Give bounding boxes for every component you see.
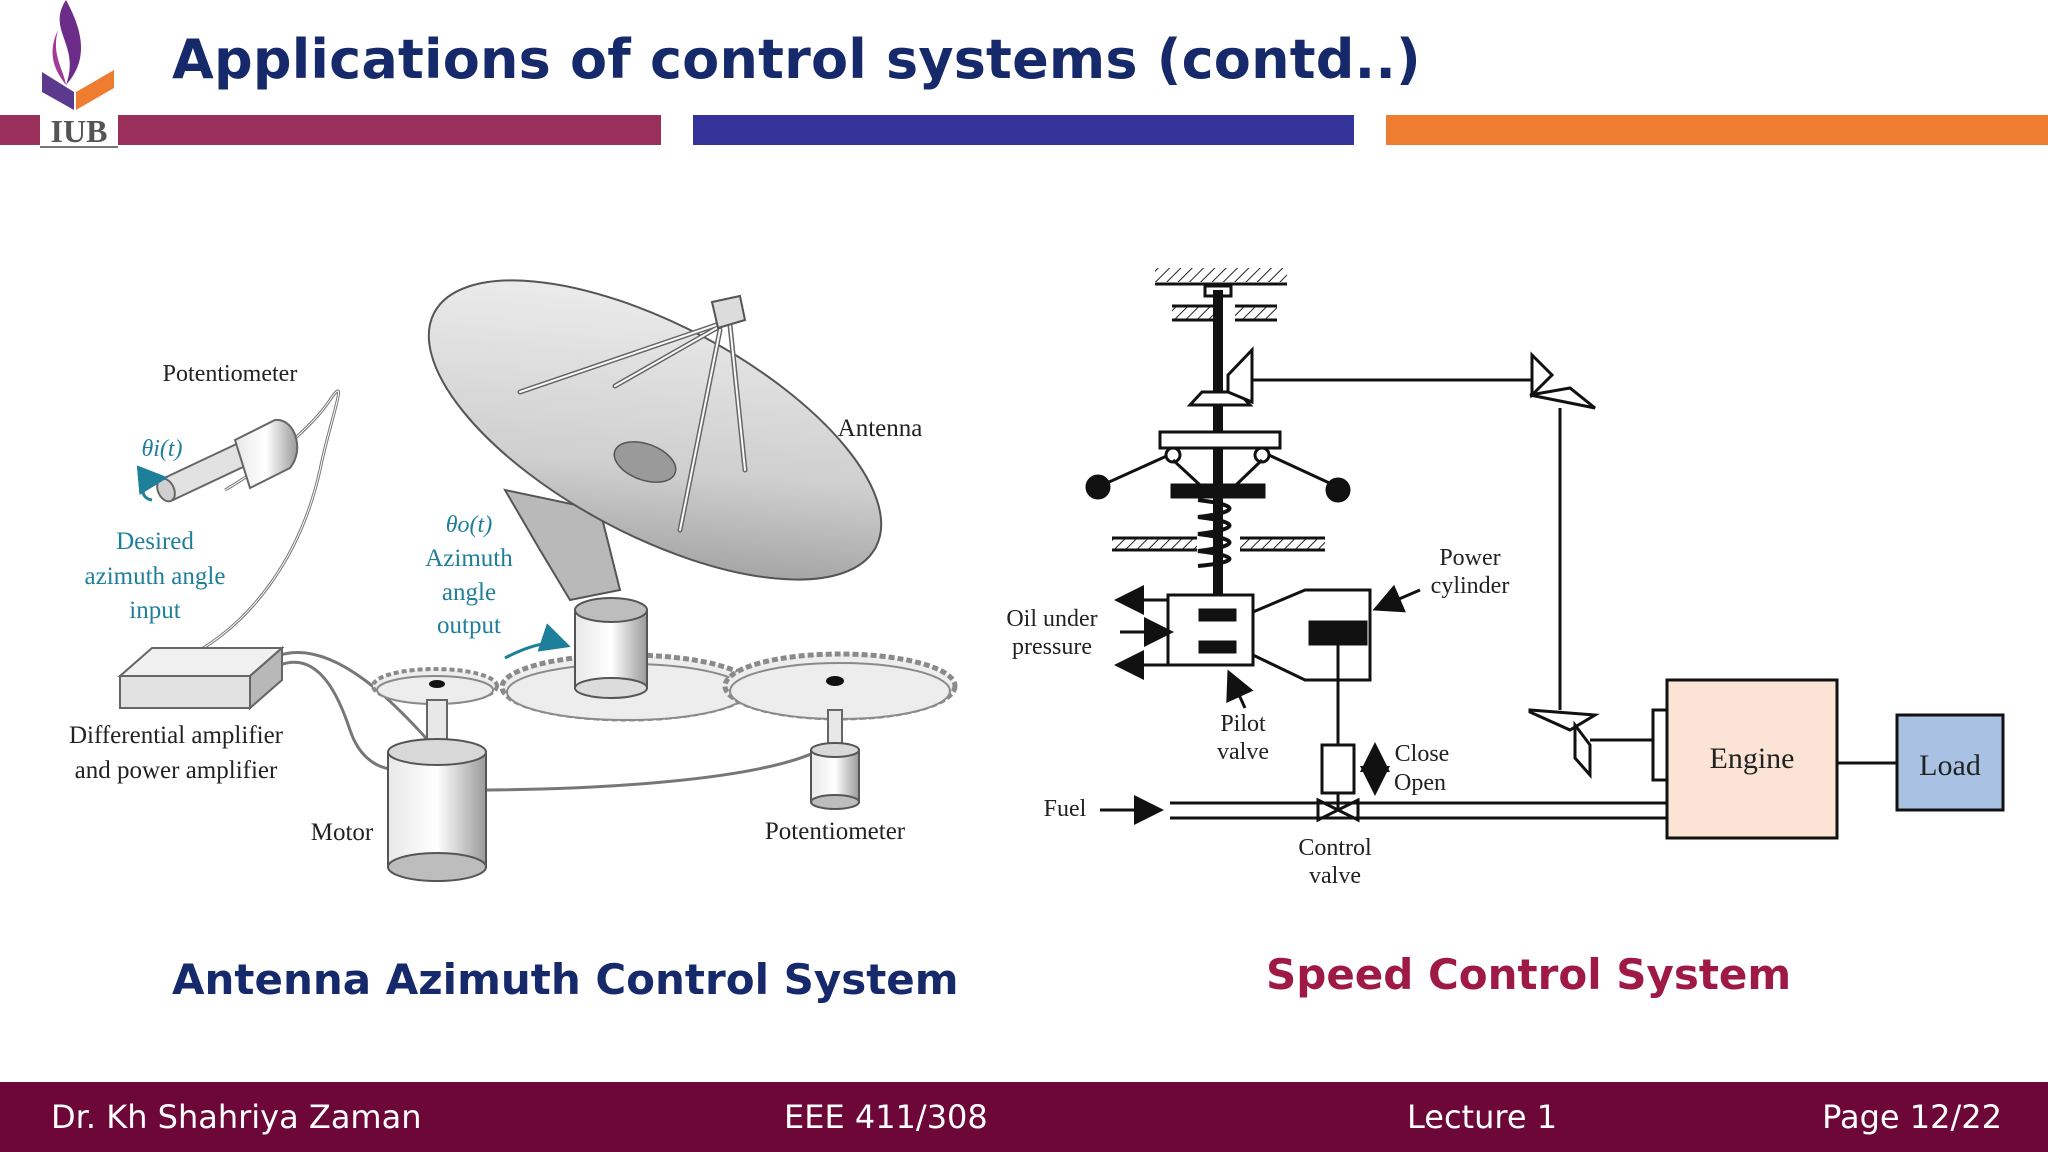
label-desired-3: input bbox=[129, 597, 180, 624]
gear-train bbox=[371, 651, 958, 722]
header-bar-orange bbox=[1386, 115, 2048, 145]
label-fuel: Fuel bbox=[1044, 796, 1087, 822]
antenna-dish bbox=[427, 279, 883, 602]
input-potentiometer bbox=[156, 418, 299, 503]
footer-course: EEE 411/308 bbox=[784, 1098, 988, 1136]
label-engine: Engine bbox=[1710, 742, 1795, 775]
label-oil-2: pressure bbox=[1012, 634, 1092, 660]
label-motor: Motor bbox=[311, 819, 374, 846]
label-control-valve-2: valve bbox=[1309, 863, 1361, 889]
antenna-base-cylinder bbox=[574, 597, 648, 699]
label-theta-o: θo(t) bbox=[446, 512, 492, 538]
label-potentiometer-bottom: Potentiometer bbox=[765, 818, 906, 845]
label-desired-1: Desired bbox=[116, 528, 194, 555]
label-power-cyl-2: cylinder bbox=[1431, 573, 1510, 599]
label-potentiometer-top: Potentiometer bbox=[163, 361, 298, 387]
label-pilot-2: valve bbox=[1217, 739, 1269, 765]
header-bar-blue bbox=[693, 115, 1354, 145]
label-open: Open bbox=[1394, 770, 1446, 796]
logo-label-box: IUB bbox=[40, 113, 118, 148]
slide-title: Applications of control systems (contd..… bbox=[172, 28, 1421, 91]
label-diff-amp-1: Differential amplifier bbox=[69, 722, 284, 749]
motor bbox=[387, 699, 487, 882]
logo-book-icon bbox=[42, 72, 74, 110]
caption-speed-control: Speed Control System bbox=[1266, 950, 1792, 999]
slide-footer: Dr. Kh Shahriya Zaman EEE 411/308 Lectur… bbox=[0, 1082, 2048, 1152]
label-azimuth-2: angle bbox=[442, 579, 496, 606]
label-load: Load bbox=[1919, 749, 1981, 782]
logo-label: IUB bbox=[51, 113, 108, 148]
footer-page-number: Page 12/22 bbox=[1822, 1098, 2002, 1136]
antenna-azimuth-diagram: Potentiometer θi(t) Desired azimuth angl… bbox=[69, 279, 958, 882]
label-antenna: Antenna bbox=[838, 415, 923, 442]
load-block bbox=[1895, 713, 2005, 812]
footer-author: Dr. Kh Shahriya Zaman bbox=[51, 1098, 422, 1136]
engine-block bbox=[1665, 678, 1839, 840]
label-oil-1: Oil under bbox=[1006, 606, 1097, 632]
footer-lecture: Lecture 1 bbox=[1407, 1098, 1558, 1136]
label-close: Close bbox=[1395, 741, 1450, 767]
caption-antenna: Antenna Azimuth Control System bbox=[172, 955, 959, 1004]
label-azimuth-3: output bbox=[437, 612, 501, 639]
label-theta-i: θi(t) bbox=[141, 436, 182, 462]
label-desired-2: azimuth angle bbox=[85, 563, 226, 590]
label-pilot-1: Pilot bbox=[1220, 711, 1266, 737]
label-diff-amp-2: and power amplifier bbox=[75, 757, 278, 784]
label-control-valve-1: Control bbox=[1298, 835, 1372, 861]
label-power-cyl-1: Power bbox=[1439, 545, 1500, 571]
label-azimuth-1: Azimuth bbox=[425, 545, 513, 572]
speed-control-diagram: Engine Load Power cylinder Oil under pre… bbox=[1006, 268, 2005, 889]
logo-flame-icon bbox=[59, 0, 82, 85]
differential-amplifier-box bbox=[117, 645, 285, 711]
output-potentiometer bbox=[810, 709, 860, 810]
